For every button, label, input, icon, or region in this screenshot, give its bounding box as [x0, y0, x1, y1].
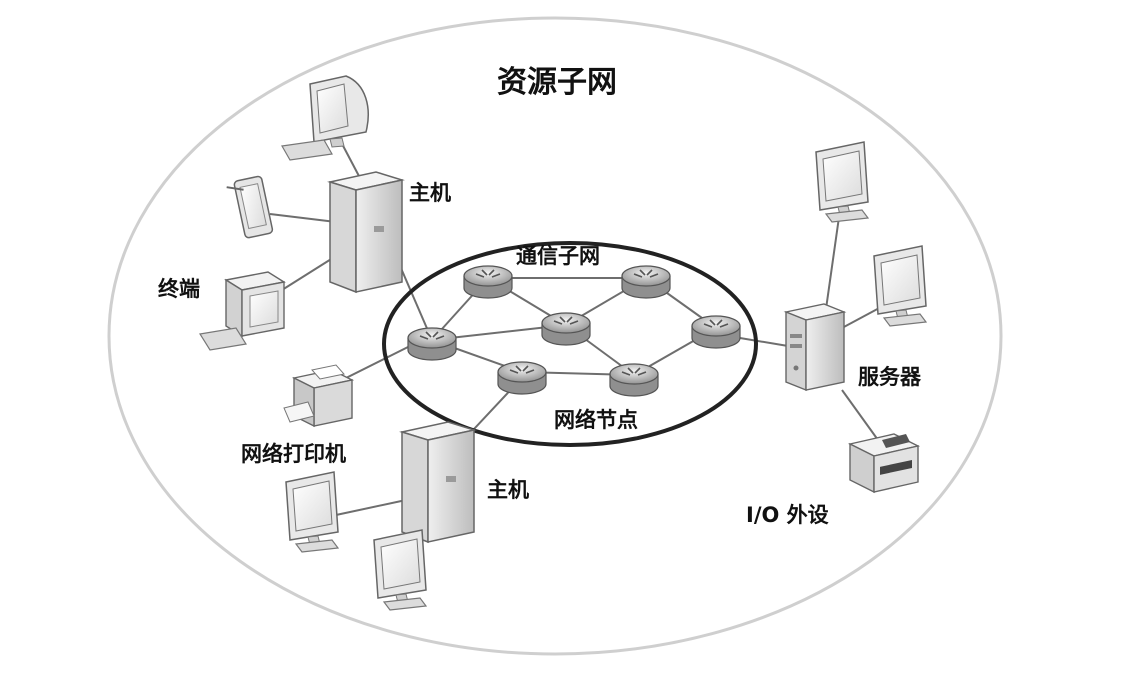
server-icon [783, 303, 847, 392]
io-device-icon [847, 433, 921, 494]
tablet-icon [226, 175, 274, 239]
resource-subnet-ellipse [107, 16, 1003, 656]
terminal-icon [224, 271, 286, 338]
network-node-label: 网络节点 [554, 408, 638, 432]
monitor-icon [815, 141, 869, 223]
router-icon [497, 361, 547, 395]
comm-subnet-ellipse [382, 241, 758, 447]
server-label: 服务器 [858, 365, 922, 389]
monitor-icon [373, 529, 427, 611]
printer-icon [283, 364, 355, 428]
terminal-label: 终端 [158, 277, 200, 301]
router-icon [609, 363, 659, 397]
router-icon [407, 327, 457, 361]
monitor-icon [285, 471, 339, 553]
host-tower-icon [401, 421, 475, 543]
host-tower-icon [329, 171, 403, 293]
router-icon [621, 265, 671, 299]
io-peripheral-label: I/O 外设 [746, 503, 829, 527]
router-icon [691, 315, 741, 349]
comm-subnet-label: 通信子网 [516, 244, 600, 268]
router-icon [541, 312, 591, 346]
resource-subnet-label: 资源子网 [497, 65, 617, 100]
keyboard-icon [281, 139, 333, 161]
host-top-label: 主机 [409, 181, 451, 205]
host-bottom-label: 主机 [487, 478, 529, 502]
network-printer-label: 网络打印机 [241, 442, 346, 466]
monitor-icon [309, 75, 369, 148]
keyboard-icon [199, 327, 247, 351]
monitor-icon [873, 245, 927, 327]
router-icon [463, 265, 513, 299]
